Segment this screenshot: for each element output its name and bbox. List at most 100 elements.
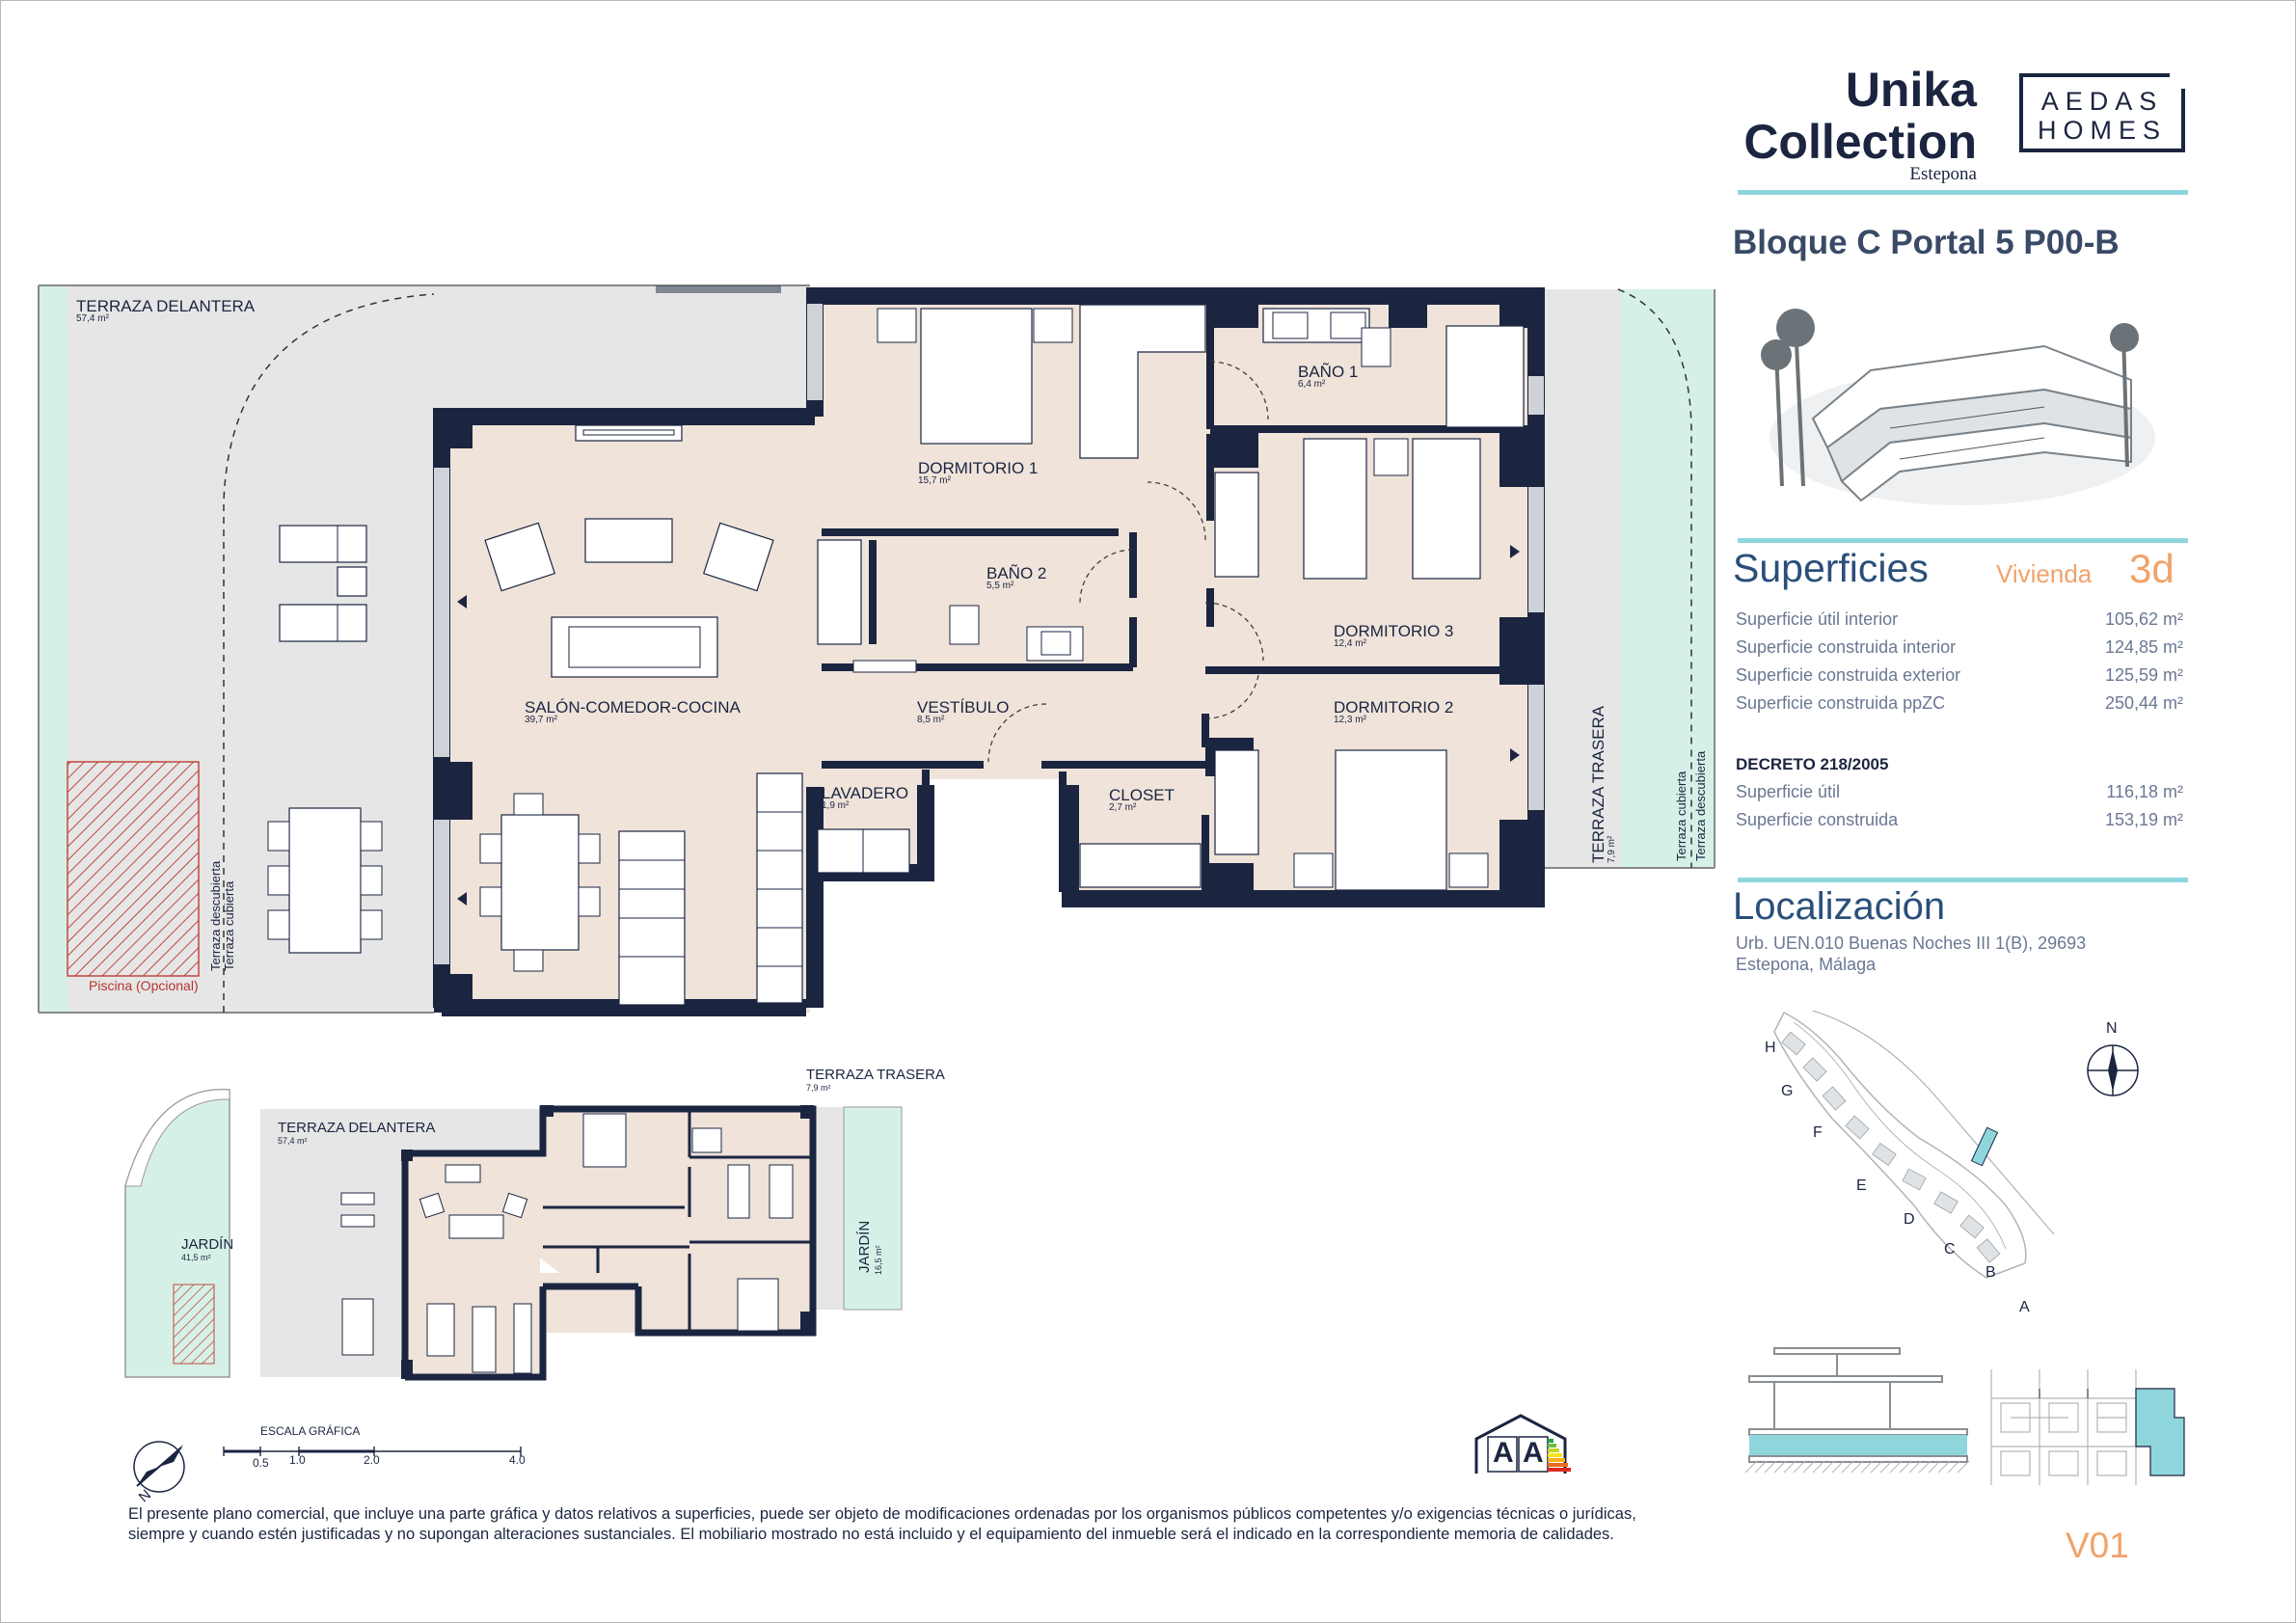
- key-label-jardin-front: JARDÍN: [181, 1236, 234, 1253]
- energy-rating-2: A: [1523, 1437, 1544, 1469]
- decreto-row-value: 116,18 m²: [2106, 782, 2183, 801]
- version-label: V01: [2066, 1526, 2129, 1565]
- area-bano-2: 5,5 m²: [986, 581, 1014, 591]
- vivienda-label: Vivienda: [1996, 559, 2093, 588]
- area-dormitorio-2: 12,3 m²: [1334, 715, 1366, 725]
- divider-superficies: [1738, 538, 2188, 543]
- localizacion-title: Localización: [1733, 885, 1946, 928]
- area-bano-1: 6,4 m²: [1298, 379, 1326, 390]
- interior-floor: [434, 289, 1543, 1013]
- north-label: N: [2106, 1020, 2118, 1037]
- key-label-terraza-trasera: TERRAZA TRASERA: [806, 1067, 945, 1083]
- vivienda-type: 3d: [2129, 546, 2174, 591]
- surface-row-label: Superficie construida interior: [1736, 637, 1957, 657]
- label-bano-1: BAÑO 1: [1298, 363, 1359, 381]
- block-label-f: F: [1813, 1124, 1823, 1141]
- surface-row: Superficie construida interior 124,85 m²: [1736, 637, 2183, 658]
- label-dormitorio-2: DORMITORIO 2: [1334, 698, 1454, 717]
- surface-row-label: Superficie construida exterior: [1736, 665, 1961, 685]
- location-highlight: [1970, 1126, 1999, 1167]
- key-label-jardin-back: JARDÍN: [856, 1220, 873, 1273]
- area-vestibulo: 8,5 m²: [917, 715, 945, 725]
- floor-thumbnail-highlight: [2135, 1388, 2185, 1476]
- rear-garden-strip: [1620, 289, 1715, 868]
- surface-row: Superficie construida exterior 125,59 m²: [1736, 665, 2183, 686]
- surface-row-value: 250,44 m²: [2104, 693, 2183, 713]
- block-label-e: E: [1856, 1177, 1867, 1194]
- superficies-title: Superficies: [1733, 546, 1929, 590]
- surface-row-label: Superficie útil interior: [1736, 609, 1899, 629]
- surface-row: Superficie útil interior 105,62 m²: [1736, 609, 2183, 630]
- label-terraza-trasera: TERRAZA TRASERA: [1589, 705, 1607, 863]
- label-lavadero: LAVADERO: [822, 784, 909, 802]
- key-floor-plan: [124, 1089, 903, 1381]
- key-area-terraza-delantera: 57,4 m²: [278, 1136, 308, 1146]
- scale-bar: [223, 1447, 522, 1456]
- key-area-terraza-trasera: 7,9 m²: [806, 1083, 831, 1093]
- label-terraza-descubierta-left: Terraza descubierta: [208, 860, 223, 971]
- decreto-row-label: Superficie útil: [1736, 782, 1841, 801]
- energy-label-icon: [1474, 1414, 1571, 1474]
- divider-localizacion: [1738, 878, 2188, 882]
- decreto-row-label: Superficie construida: [1736, 810, 1899, 829]
- disclaimer-text: El presente plano comercial, que incluye…: [128, 1505, 1636, 1543]
- area-lavadero: 1,9 m²: [822, 800, 850, 811]
- area-closet: 2,7 m²: [1109, 802, 1137, 813]
- block-label-c: C: [1944, 1241, 1956, 1258]
- decreto-row-value: 153,19 m²: [2104, 810, 2183, 829]
- location-map: [1773, 1010, 2055, 1279]
- surface-row-label: Superficie construida ppZC: [1736, 693, 1946, 713]
- pool-optional: [67, 761, 200, 977]
- logo-line1: AEDAS: [2040, 87, 2164, 116]
- label-terraza-cubierta-right: Terraza cubierta: [1674, 771, 1688, 861]
- label-closet: CLOSET: [1109, 786, 1175, 804]
- key-label-terraza-delantera: TERRAZA DELANTERA: [278, 1120, 436, 1136]
- surface-row-value: 105,62 m²: [2104, 609, 2183, 629]
- scale-tick-0: 0.5: [253, 1456, 269, 1470]
- logo-line2: HOMES: [2037, 116, 2167, 145]
- surface-row: Superficie construida ppZC 250,44 m²: [1736, 693, 2183, 714]
- key-rear-garden: [843, 1106, 903, 1311]
- surface-row-value: 124,85 m²: [2104, 637, 2183, 657]
- label-terraza-descubierta-right: Terraza descubierta: [1693, 750, 1708, 861]
- divider-top: [1738, 190, 2188, 195]
- elevation-thumbnail: [1745, 1347, 1970, 1474]
- brand-title: Unika Collection: [1736, 64, 1977, 168]
- key-area-jardin-front: 41,5 m²: [181, 1253, 211, 1262]
- unit-title: Bloque C Portal 5 P00-B: [1733, 224, 2120, 261]
- surface-row-value: 125,59 m²: [2104, 665, 2183, 685]
- label-vestibulo: VESTÍBULO: [917, 698, 1010, 717]
- logo-notch: [2170, 73, 2185, 89]
- north-compass-icon: [2087, 1044, 2139, 1096]
- energy-rating-1: A: [1493, 1437, 1514, 1469]
- area-terraza-trasera: 7,9 m²: [1607, 835, 1617, 863]
- front-garden-strip: [39, 285, 68, 1013]
- area-dormitorio-1: 15,7 m²: [918, 475, 951, 486]
- building-render: [1761, 309, 2155, 505]
- decreto-row: Superficie construida 153,19 m²: [1736, 810, 2183, 830]
- label-dormitorio-3: DORMITORIO 3: [1334, 622, 1454, 640]
- floor-thumbnail: [1990, 1369, 2185, 1485]
- brand-title-line1: Unika: [1845, 63, 1977, 117]
- brand-title-line2: Collection: [1743, 115, 1977, 169]
- label-salon: SALÓN-COMEDOR-COCINA: [525, 698, 741, 717]
- decreto-row: Superficie útil 116,18 m²: [1736, 782, 2183, 802]
- block-label-d: D: [1904, 1211, 1915, 1228]
- area-dormitorio-3: 12,4 m²: [1334, 638, 1366, 649]
- label-piscina: Piscina (Opcional): [89, 978, 199, 993]
- label-bano-2: BAÑO 2: [986, 564, 1047, 582]
- scale-tick-3: 4.0: [509, 1453, 526, 1467]
- label-terraza-delantera: TERRAZA DELANTERA: [76, 297, 256, 315]
- aedas-homes-logo: AEDAS HOMES: [2019, 73, 2185, 152]
- block-label-g: G: [1781, 1083, 1794, 1099]
- scale-title: ESCALA GRÁFICA: [260, 1424, 361, 1438]
- decreto-title: DECRETO 218/2005: [1736, 755, 1889, 773]
- label-dormitorio-1: DORMITORIO 1: [918, 459, 1039, 477]
- address-line-2: Estepona, Málaga: [1736, 955, 1877, 974]
- area-salon: 39,7 m²: [525, 715, 557, 725]
- block-label-b: B: [1985, 1264, 1996, 1281]
- scale-tick-1: 1.0: [289, 1453, 306, 1467]
- label-terraza-cubierta-left: Terraza cubierta: [222, 880, 236, 971]
- brand-location: Estepona: [1909, 164, 1977, 184]
